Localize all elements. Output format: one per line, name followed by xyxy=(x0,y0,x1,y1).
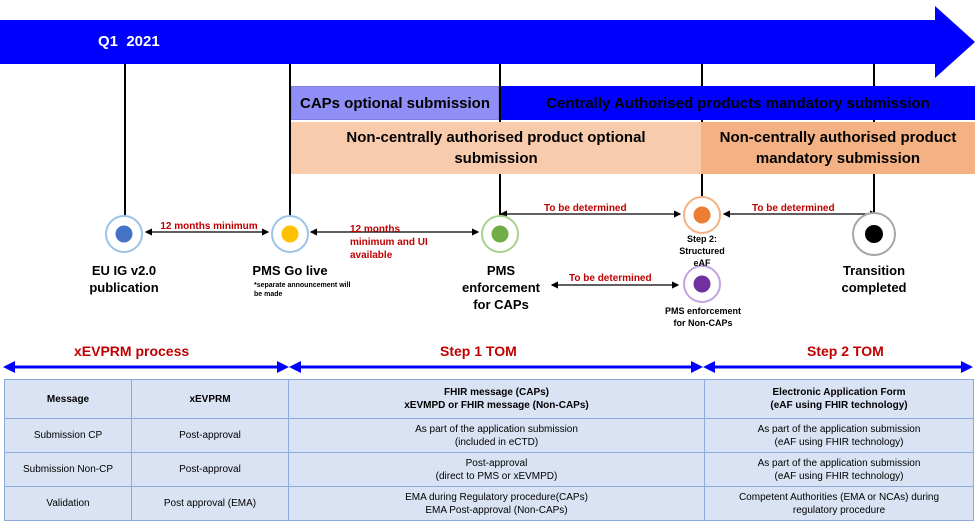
table-row: Submission CP Post-approval As part of t… xyxy=(4,418,974,453)
label-transition: Transition completed xyxy=(841,263,907,295)
tom-table: Message xEVPRM FHIR message (CAPs) xEVMPD… xyxy=(4,379,974,521)
row-step1-line1: EMA during Regulatory procedure(CAPs) xyxy=(405,491,588,503)
row-step2-line1: As part of the application submission xyxy=(757,457,921,469)
table-row: Submission Non-CP Post-approval Post-app… xyxy=(4,452,974,487)
go-live-dot-icon xyxy=(281,225,299,243)
row-step2-line1: Competent Authorities (EMA or NCAs) duri… xyxy=(738,491,940,503)
header-cell-xevprm: xEVPRM xyxy=(131,379,289,419)
phase-label-step2: Step 2 TOM xyxy=(807,343,884,359)
step2-dot-icon xyxy=(693,206,711,224)
row-label: Submission Non-CP xyxy=(4,452,132,487)
row-step2: Competent Authorities (EMA or NCAs) duri… xyxy=(704,486,974,521)
row-step2-line2: regulatory procedure xyxy=(792,504,886,516)
eu-ig-dot-icon xyxy=(115,225,133,243)
table-header-row: Message xEVPRM FHIR message (CAPs) xEVMPD… xyxy=(4,379,974,419)
caps-dot-icon xyxy=(491,225,509,243)
timeline-arrow xyxy=(0,20,935,64)
noncap-mandatory-band: Non-centrally authorised product mandato… xyxy=(701,122,975,174)
header-step1-line1: FHIR message (CAPs) xyxy=(443,387,550,398)
row-step2-line2: (eAF using FHIR technology) xyxy=(774,436,904,448)
row-step2: As part of the application submission(eA… xyxy=(704,418,974,453)
milestone-node-noncaps xyxy=(683,265,721,303)
label-go-live-note: *separate announcement will be made xyxy=(254,282,351,298)
label-pms-caps: PMS enforcement for CAPs xyxy=(461,263,541,312)
noncap-mandatory-label: Non-centrally authorised product mandato… xyxy=(719,129,957,167)
phase-label-xevprm: xEVPRM process xyxy=(74,343,190,359)
table-row: Validation Post approval (EMA) EMA durin… xyxy=(4,486,974,521)
milestone-node-eu-ig xyxy=(105,215,143,253)
timeline-arrow-head xyxy=(935,6,975,78)
row-label: Validation xyxy=(4,486,132,521)
cap-mandatory-band: Centrally Authorised products mandatory … xyxy=(501,86,975,120)
interval-label-12-months: 12 months minimum xyxy=(160,221,258,232)
noncap-optional-label: Non-centrally authorised product optiona… xyxy=(346,129,646,167)
quarter-label: Q1 2021 xyxy=(98,33,160,50)
row-step1-line2: EMA Post-approval (Non-CAPs) xyxy=(425,504,568,516)
milestone-node-caps xyxy=(481,215,519,253)
interval-label-tbd-1: To be determined xyxy=(544,203,627,214)
row-step1-line1: As part of the application submission xyxy=(415,423,578,435)
row-step1: Post-approval(direct to PMS or xEVMPD) xyxy=(288,452,705,487)
noncaps-dot-icon xyxy=(693,275,711,293)
header-cell-message: Message xyxy=(4,379,132,419)
interval-label-tbd-3: To be determined xyxy=(569,273,652,284)
milestone-line-eu-ig xyxy=(124,64,126,216)
row-xevprm: Post-approval xyxy=(131,452,289,487)
milestone-node-go-live xyxy=(271,215,309,253)
milestone-line-go-live xyxy=(289,64,291,216)
row-step1: EMA during Regulatory procedure(CAPs)EMA… xyxy=(288,486,705,521)
label-pms-noncaps: PMS enforcement for Non-CAPs xyxy=(664,306,742,328)
transition-dot-icon xyxy=(865,225,883,243)
row-step2: As part of the application submission(eA… xyxy=(704,452,974,487)
label-step2: Step 2: Structured eAF xyxy=(679,234,725,268)
cap-mandatory-label: Centrally Authorised products mandatory … xyxy=(546,94,930,112)
row-xevprm: Post approval (EMA) xyxy=(131,486,289,521)
milestone-node-step2 xyxy=(683,196,721,234)
row-step1-line2: (direct to PMS or xEVMPD) xyxy=(435,470,558,482)
row-step1-line1: Post-approval xyxy=(465,457,528,469)
phase-label-step1: Step 1 TOM xyxy=(440,343,517,359)
row-step2-line1: As part of the application submission xyxy=(757,423,921,435)
row-label: Submission CP xyxy=(4,418,132,453)
header-cell-step1: FHIR message (CAPs) xEVMPD or FHIR messag… xyxy=(288,379,705,419)
caps-optional-label: CAPs optional submission xyxy=(299,94,491,112)
row-xevprm: Post-approval xyxy=(131,418,289,453)
header-cell-step2: Electronic Application Form (eAF using FH… xyxy=(704,379,974,419)
interval-arrows xyxy=(3,210,973,373)
row-step1-line2: (included in eCTD) xyxy=(454,436,539,448)
header-step2-line1: Electronic Application Form xyxy=(772,387,906,398)
caps-optional-band: CAPs optional submission xyxy=(291,86,499,120)
interval-label-tbd-2: To be determined xyxy=(752,203,835,214)
milestone-node-transition xyxy=(852,212,896,256)
row-step2-line2: (eAF using FHIR technology) xyxy=(774,470,904,482)
header-step1-line2: xEVMPD or FHIR message (Non-CAPs) xyxy=(404,400,589,411)
header-step2-line2: (eAF using FHIR technology) xyxy=(770,400,908,411)
label-eu-ig: EU IG v2.0 publication xyxy=(89,263,159,295)
label-go-live: PMS Go live xyxy=(252,263,328,278)
interval-label-12-months-ui: 12 months minimum and UI available xyxy=(350,224,428,261)
noncap-optional-band: Non-centrally authorised product optiona… xyxy=(291,122,701,174)
row-step1: As part of the application submission(in… xyxy=(288,418,705,453)
